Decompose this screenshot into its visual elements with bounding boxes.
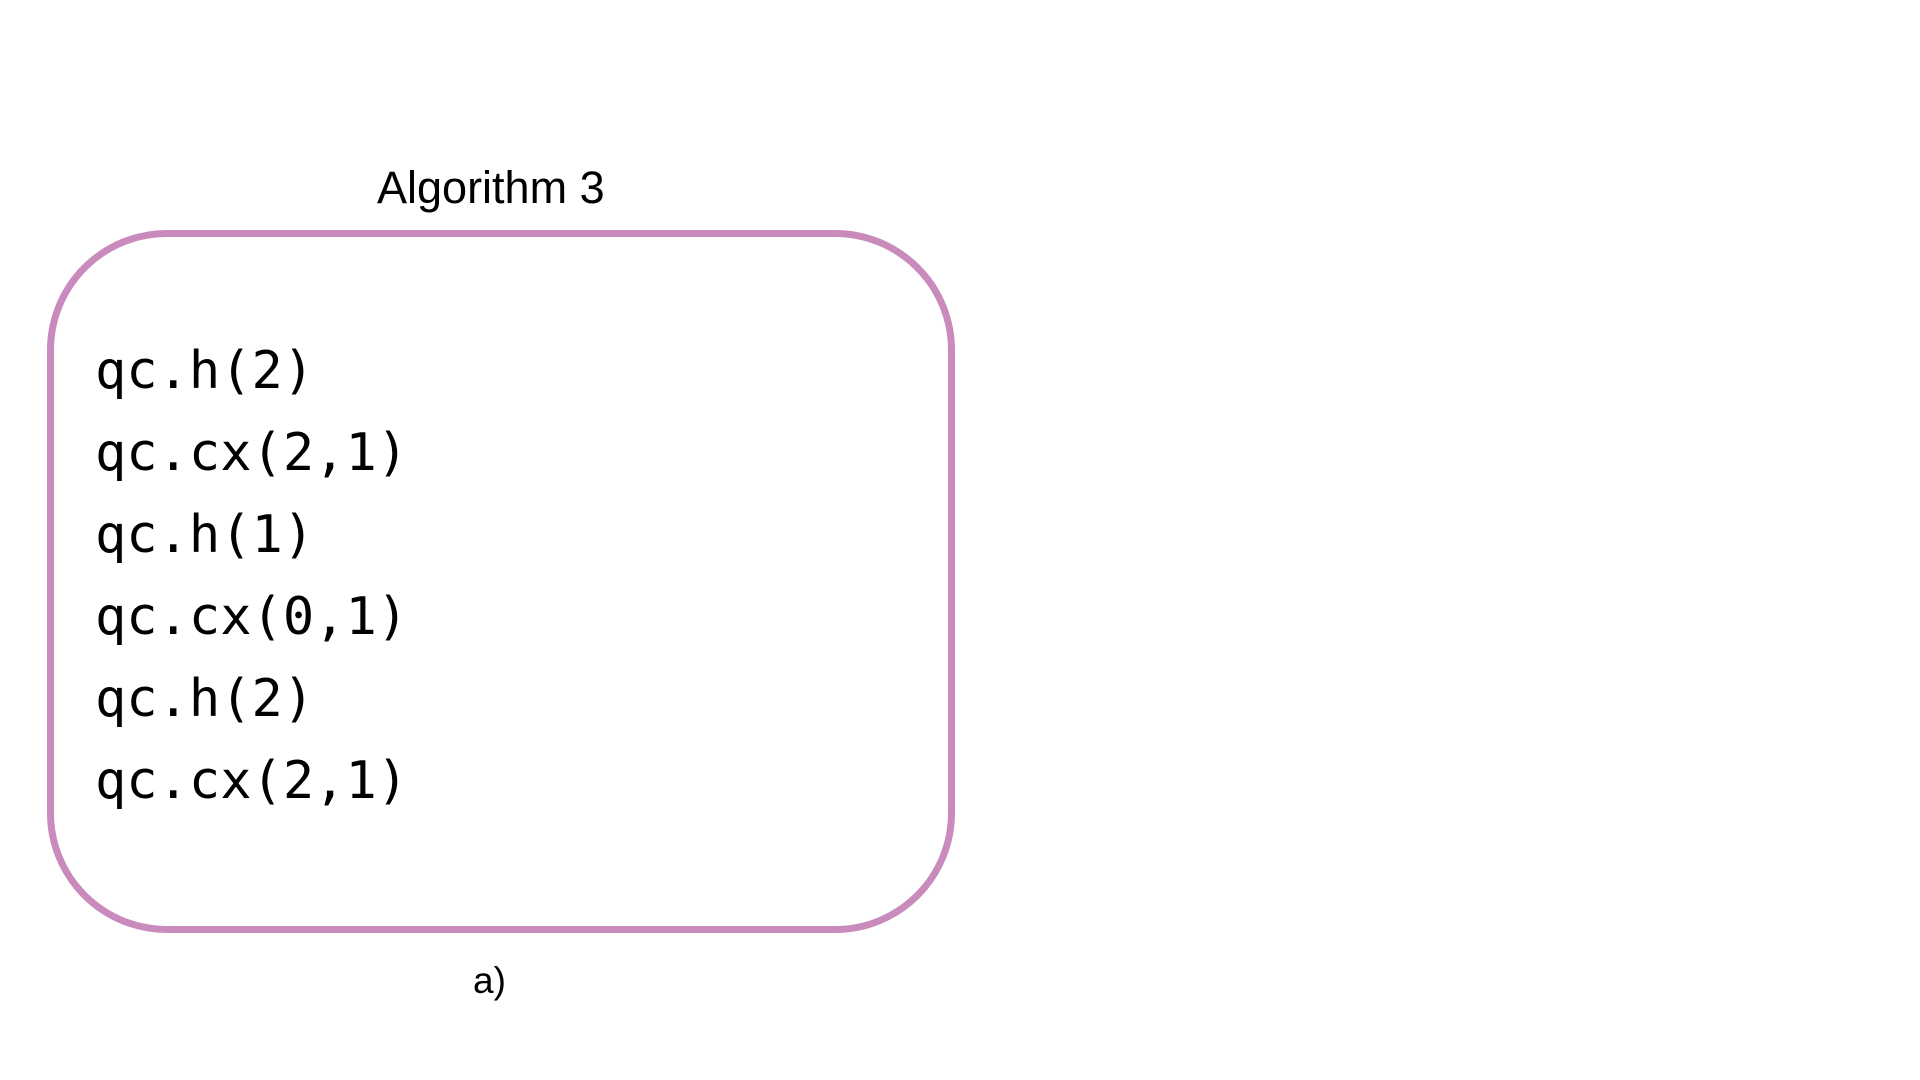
code-block: qc.h(2) qc.cx(2,1) qc.h(1) qc.cx(0,1) qc… [95, 336, 408, 828]
code-box [47, 230, 955, 933]
code-line: qc.h(2) [95, 341, 315, 401]
code-line: qc.h(2) [95, 669, 315, 729]
code-line: qc.h(1) [95, 505, 315, 565]
figure-caption: a) [473, 960, 506, 1001]
code-line: qc.cx(2,1) [95, 423, 409, 483]
code-line: qc.cx(2,1) [95, 751, 409, 811]
algorithm-title: Algorithm 3 [377, 162, 605, 213]
code-line: qc.cx(0,1) [95, 587, 409, 647]
